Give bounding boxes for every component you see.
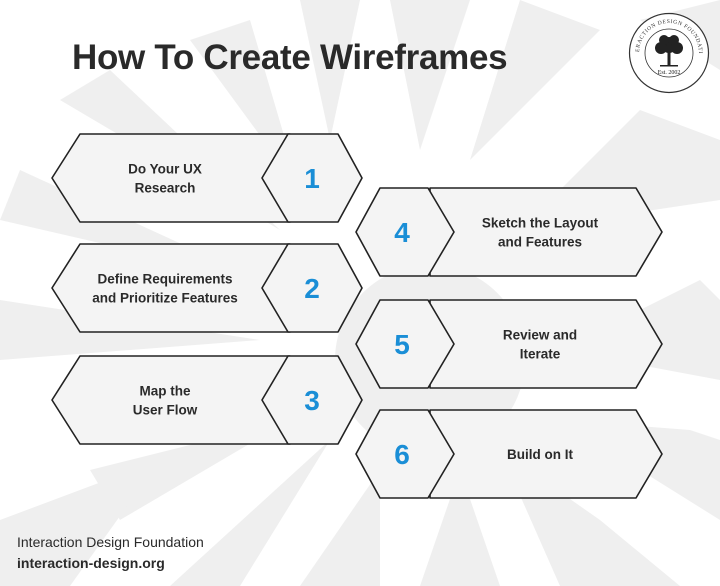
step-2: 2 Define Requirements and Prioritize Featu… bbox=[51, 243, 363, 333]
step-4: 4 Sketch the Layout and Features bbox=[355, 187, 663, 277]
step-2-body bbox=[51, 243, 291, 333]
step-6-number: 6 bbox=[394, 439, 410, 470]
step-5-number: 5 bbox=[394, 329, 410, 360]
step-2-label-line: Define Requirements bbox=[97, 272, 232, 287]
step-5-label-line: Review and bbox=[503, 328, 577, 343]
step-5-body bbox=[429, 299, 663, 389]
step-1: 1 Do Your UX Research bbox=[51, 133, 363, 223]
step-1-label-line: Research bbox=[135, 181, 196, 196]
step-4-body bbox=[429, 187, 663, 277]
step-1-number-hexagon bbox=[261, 133, 363, 223]
logo-est: Est. 2002 bbox=[658, 70, 681, 76]
step-6-label-line: Build on It bbox=[507, 447, 573, 462]
step-1-label-line: Do Your UX bbox=[128, 162, 202, 177]
step-2-number: 2 bbox=[304, 273, 320, 304]
idf-logo: INTERACTION DESIGN FOUNDATION Est. 2002 bbox=[628, 12, 710, 94]
step-4-number: 4 bbox=[394, 217, 410, 248]
tree-icon bbox=[655, 35, 683, 67]
step-3-label-line: Map the bbox=[139, 384, 190, 399]
step-2-number-hexagon bbox=[261, 243, 363, 333]
page-title: How To Create Wireframes bbox=[72, 38, 508, 77]
footer-organization: Interaction Design Foundation bbox=[17, 534, 204, 550]
footer-url[interactable]: interaction-design.org bbox=[17, 555, 165, 571]
step-6: 6 Build on It bbox=[355, 409, 663, 499]
step-3-label-line: User Flow bbox=[133, 403, 198, 418]
step-1-number: 1 bbox=[304, 163, 320, 194]
step-2-label-line: and Prioritize Features bbox=[92, 291, 238, 306]
step-3-body bbox=[51, 355, 291, 445]
step-4-number-hexagon bbox=[355, 187, 455, 277]
step-4-label-line: and Features bbox=[498, 235, 582, 250]
step-4-label-line: Sketch the Layout bbox=[482, 216, 599, 231]
step-5-number-hexagon bbox=[355, 299, 455, 389]
step-3-number-hexagon bbox=[261, 355, 363, 445]
step-1-body bbox=[51, 133, 291, 223]
step-6-number-hexagon bbox=[355, 409, 455, 499]
step-3-number: 3 bbox=[304, 385, 320, 416]
step-5-label-line: Iterate bbox=[520, 347, 561, 362]
